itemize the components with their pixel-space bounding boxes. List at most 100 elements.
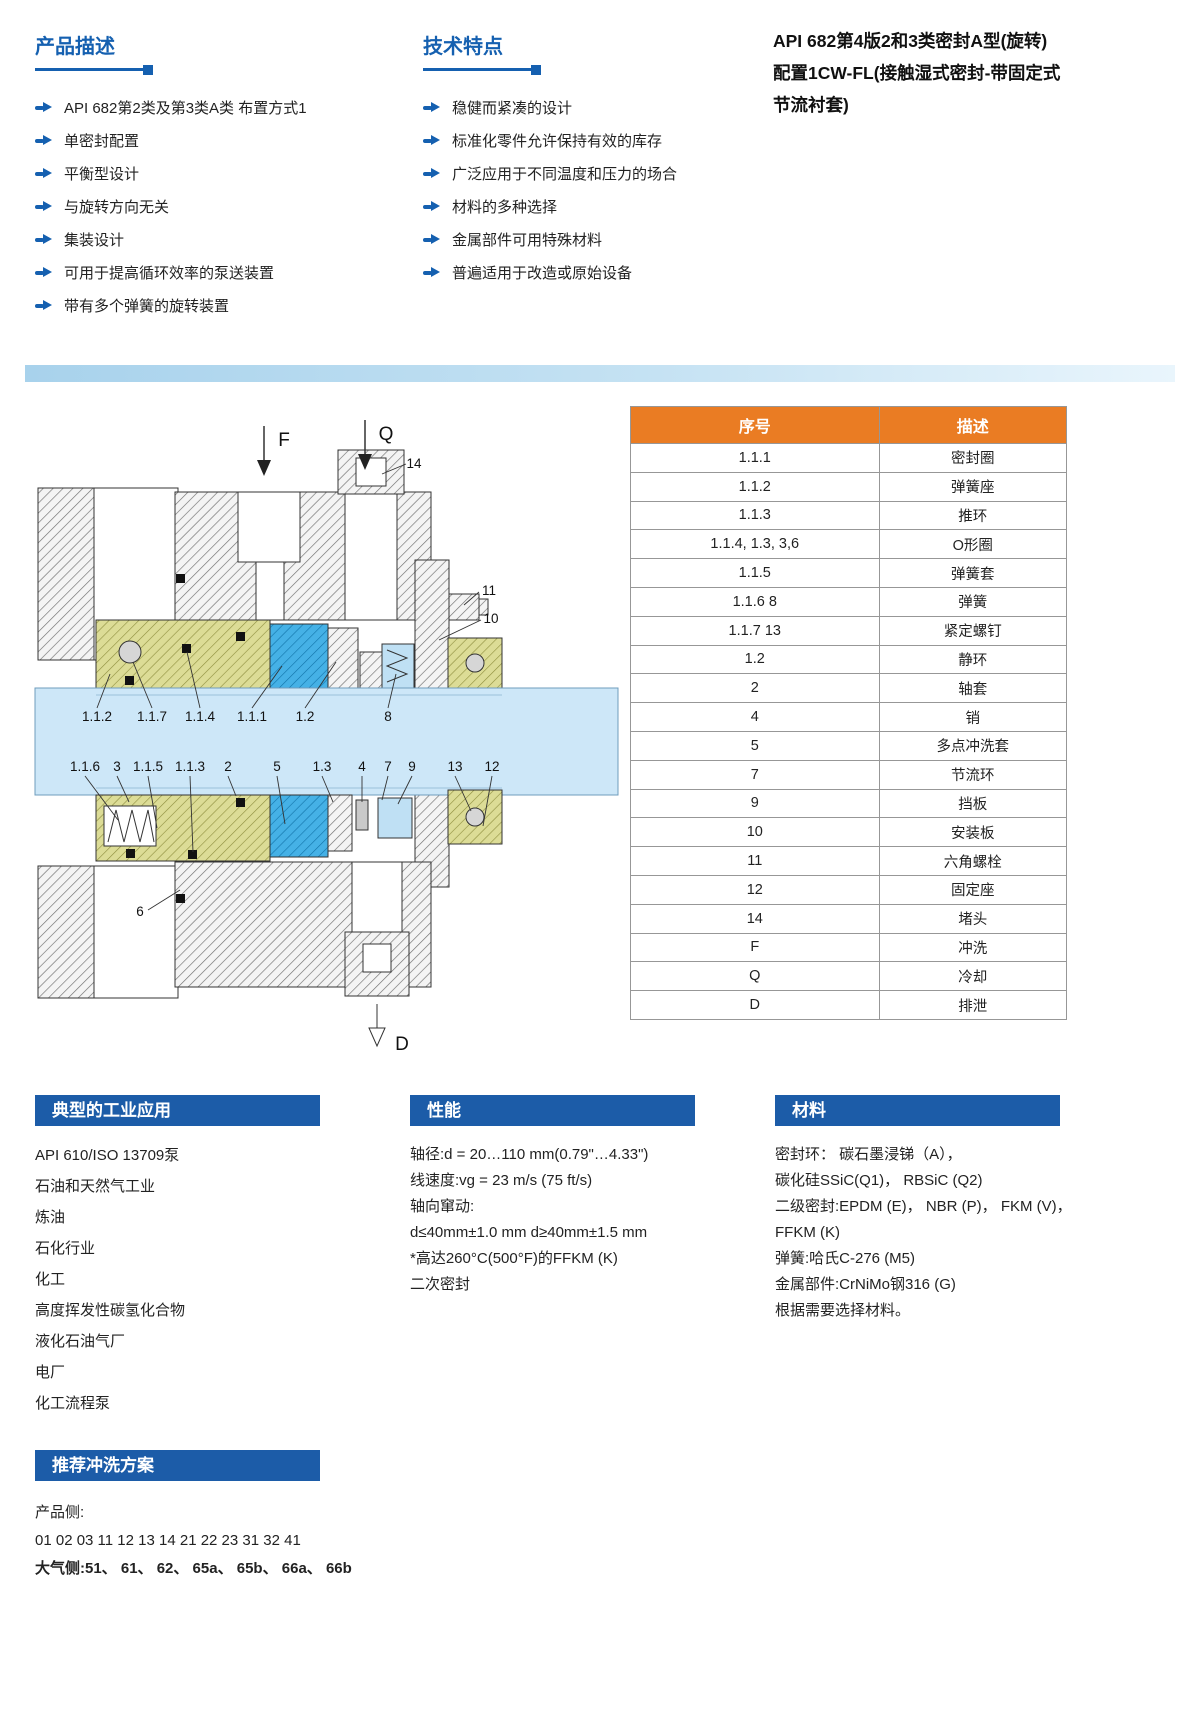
bullet-item: 普遍适用于改造或原始设备 (423, 256, 763, 289)
stationary-ring-top (327, 627, 359, 689)
parts-table-header-row: 序号 描述 (630, 406, 1068, 444)
text-line: FFKM (K) (775, 1224, 840, 1241)
bullet-text: 可用于提高循环效率的泵送装置 (64, 265, 275, 282)
bullet-text: 金属部件可用特殊材料 (452, 232, 603, 249)
heading-rule (35, 64, 153, 75)
bullet-item: 与旋转方向无关 (35, 190, 410, 223)
bullet-item: 集装设计 (35, 223, 410, 256)
parts-table-cell: 14 (630, 903, 880, 934)
callout-1-1-6: 1.1.6 (70, 759, 100, 774)
flush-product-side-label: 产品侧: (35, 1504, 85, 1521)
text-line: 密封环： 碳石墨浸锑（A）， (775, 1146, 962, 1163)
retainer-top (359, 651, 383, 689)
callout-6: 6 (136, 904, 144, 919)
parts-table-cell: 9 (630, 788, 880, 819)
bullet-text: 标准化零件允许保持有效的库存 (452, 133, 663, 150)
bullet-item: 稳健而紧凑的设计 (423, 91, 763, 124)
text-line: 弹簧:哈氏C-276 (M5) (775, 1250, 916, 1267)
callout-1-1-4: 1.1.4 (185, 709, 216, 724)
baffle-9 (377, 797, 413, 839)
housing-bottom-hatch (37, 865, 95, 999)
text-line: d≤40mm±1.0 mm d≥40mm±1.5 mm (410, 1224, 648, 1241)
parts-table-cell: 11 (630, 846, 880, 876)
text-line: 线速度:vg = 23 m/s (75 ft/s) (410, 1172, 593, 1189)
flush-port-channel (255, 561, 285, 621)
flush-plans-section: 推荐冲洗方案 产品侧: 01 02 03 11 12 13 14 21 22 2… (35, 1450, 595, 1583)
text-line: 化工 (35, 1271, 66, 1288)
text-line: 石化行业 (35, 1240, 96, 1257)
applications-list: API 610/ISO 13709泵石油和天然气工业炼油石化行业化工高度挥发性碳… (35, 1140, 380, 1419)
parts-table-cell: 弹簧 (878, 586, 1068, 617)
parts-table-cell: 节流环 (878, 759, 1068, 790)
callout-1-3: 1.3 (313, 759, 332, 774)
o-ring-dot (182, 644, 191, 653)
text-line: *高达260°C(500°F)的FFKM (K) (410, 1250, 618, 1267)
arrow-bullet-icon (35, 300, 52, 311)
callout-4: 4 (358, 759, 366, 774)
text-line: 金属部件:CrNiMo钢316 (G) (775, 1276, 956, 1293)
heading-rule (423, 64, 541, 75)
callout-8: 8 (384, 709, 392, 724)
callout-3: 3 (113, 759, 121, 774)
parts-table-cell: 密封圈 (878, 443, 1068, 473)
bullet-item: 平衡型设计 (35, 157, 410, 190)
parts-table-cell: 静环 (878, 644, 1068, 675)
parts-table-cell: 冲洗 (878, 932, 1068, 963)
seal-cross-section-diagram: F Q D 14 11 10 6 1.1.2 1.1.7 1.1.4 1.1.1… (30, 412, 630, 1077)
drain-port-bore (351, 861, 403, 933)
technical-features-section: 技术特点 稳健而紧凑的设计标准化零件允许保持有效的库存广泛应用于不同温度和压力的… (423, 30, 763, 289)
bullet-text: 集装设计 (64, 232, 125, 249)
arrow-bullet-icon (423, 201, 440, 212)
flush-plans-heading-bar: 推荐冲洗方案 (35, 1450, 320, 1481)
flush-arrow-head (257, 460, 271, 476)
text-line: 化工流程泵 (35, 1395, 111, 1412)
bullet-item: 材料的多种选择 (423, 190, 763, 223)
page-title-line: 配置1CW-FL(接触湿式密封-带固定式 (773, 62, 1061, 83)
applications-heading-bar: 典型的工业应用 (35, 1095, 320, 1126)
parts-table-cell: 1.1.1 (630, 443, 880, 473)
parts-table-cell: 10 (630, 817, 880, 848)
arrow-bullet-icon (35, 102, 52, 113)
set-screw-13-top (465, 653, 485, 673)
diagram-labels: F Q D 14 11 10 6 1.1.2 1.1.7 1.1.4 1.1.1… (70, 424, 500, 1055)
parts-table-cell: 4 (630, 702, 880, 732)
arrow-bullet-icon (423, 135, 440, 146)
parts-table-cell: O形圈 (878, 529, 1068, 560)
spring-1-1-6-coil (107, 809, 155, 843)
parts-table-cell: 固定座 (878, 874, 1068, 905)
parts-table-cell: 堵头 (878, 903, 1068, 934)
materials-list: 密封环： 碳石墨浸锑（A），碳化硅SSiC(Q1)， RBSiC (Q2)二级密… (775, 1142, 1105, 1324)
rule-square-icon (143, 64, 153, 75)
o-ring-dot (188, 850, 197, 859)
parts-table-header-desc: 描述 (878, 406, 1068, 444)
parts-table-cell: 冷却 (878, 961, 1068, 992)
callout-14: 14 (406, 456, 422, 471)
parts-table-cell: 7 (630, 759, 880, 790)
parts-table-cell: 弹簧座 (878, 471, 1068, 502)
bullet-text: 平衡型设计 (64, 166, 140, 183)
page-title: API 682第4版2和3类密封A型(旋转) 配置1CW-FL(接触湿式密封-带… (773, 26, 1088, 122)
callout-13: 13 (447, 759, 462, 774)
callout-9: 9 (408, 759, 416, 774)
callout-12: 12 (484, 759, 499, 774)
parts-table-cell: 多点冲洗套 (878, 730, 1068, 761)
callout-5: 5 (273, 759, 281, 774)
parts-table-cell: 12 (630, 874, 880, 905)
o-ring-dot (236, 632, 245, 641)
parts-table-cell: 轴套 (878, 673, 1068, 704)
flush-plans-lines: 产品侧: 01 02 03 11 12 13 14 21 22 23 31 32… (35, 1499, 595, 1583)
arrow-bullet-icon (35, 201, 52, 212)
spring-8-coil (385, 649, 409, 683)
callout-1-1-3: 1.1.3 (175, 759, 205, 774)
gasket-dot (176, 574, 185, 583)
